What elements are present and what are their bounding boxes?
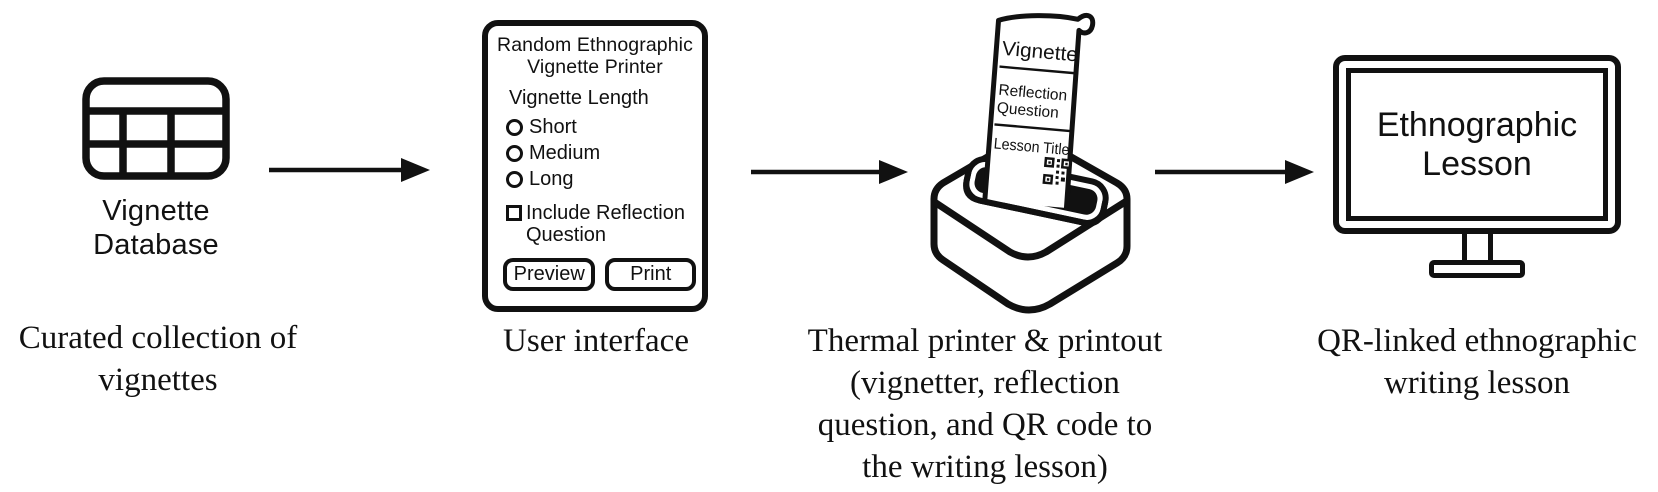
- printer-slot-front-rim: [963, 171, 1109, 227]
- database-label-line1: Vignette: [102, 195, 210, 227]
- screen-text-line1: Ethnographic: [1376, 105, 1578, 144]
- monitor-icon: Ethnographic Lesson: [1333, 55, 1621, 234]
- radio-long-icon[interactable]: [506, 170, 523, 188]
- radio-row-short[interactable]: Short: [506, 114, 696, 140]
- vignette-printer-panel: Random Ethnographic Vignette Printer Vig…: [482, 20, 708, 312]
- printer-caption: Thermal printer & printout (vignetter, r…: [778, 320, 1192, 488]
- checkbox-icon[interactable]: [506, 205, 522, 221]
- monitor-stand-base: [1429, 260, 1525, 278]
- printer-caption-line4: the writing lesson): [862, 449, 1108, 485]
- print-button[interactable]: Print: [605, 258, 696, 291]
- printer-caption-line1: Thermal printer & printout: [807, 323, 1163, 359]
- receipt-line4: Lesson Title: [993, 135, 1070, 159]
- qr-code-icon: [1042, 156, 1072, 187]
- database-caption: Curated collection of vignettes: [0, 317, 316, 401]
- monitor-stand-neck: [1462, 234, 1493, 262]
- radio-medium-icon[interactable]: [506, 144, 523, 162]
- panel-title: Random Ethnographic Vignette Printer: [494, 34, 696, 78]
- checkbox-label-line1: Include Reflection: [526, 202, 685, 224]
- receipt-printout: Vignette Reflection Question Lesson Titl…: [982, 12, 1096, 211]
- checkbox-label-line2: Question: [526, 224, 607, 246]
- vignette-length-label: Vignette Length: [509, 87, 649, 109]
- printer-caption-line3: question, and QR code to: [817, 407, 1153, 443]
- panel-title-line2: Vignette Printer: [527, 56, 663, 78]
- arrow-db-to-ui: [269, 158, 430, 182]
- radio-short-label: Short: [529, 116, 577, 138]
- arrow-ui-to-printer: [751, 160, 908, 184]
- arrow-printer-to-monitor: [1155, 160, 1314, 184]
- monitor-caption-line2: writing lesson: [1383, 365, 1571, 401]
- receipt-line3: Question: [996, 100, 1059, 122]
- radio-medium-label: Medium: [529, 142, 601, 164]
- monitor-caption: QR-linked ethnographic writing lesson: [1302, 320, 1652, 404]
- screen-text-line2: Lesson: [1422, 144, 1532, 183]
- radio-long-label: Long: [529, 168, 574, 190]
- receipt-line2: Reflection: [998, 82, 1068, 105]
- database-caption-line1: Curated collection of: [18, 320, 298, 356]
- radio-row-medium[interactable]: Medium: [506, 140, 696, 166]
- database-caption-line2: vignettes: [98, 362, 218, 398]
- panel-buttons: Preview Print: [503, 258, 696, 291]
- ui-caption: User interface: [503, 323, 689, 359]
- panel-title-line1: Random Ethnographic: [497, 34, 693, 56]
- include-reflection-checkbox-row[interactable]: Include Reflection Question: [506, 202, 696, 246]
- checkbox-label: Include Reflection Question: [526, 202, 685, 246]
- monitor-screen: Ethnographic Lesson: [1346, 68, 1608, 221]
- radio-row-long[interactable]: Long: [506, 166, 696, 192]
- database-table-icon: [82, 77, 230, 180]
- database-label: Vignette Database: [56, 194, 256, 262]
- monitor-caption-line1: QR-linked ethnographic: [1317, 323, 1637, 359]
- thermal-printer-icon: Vignette Reflection Question Lesson Titl…: [930, 12, 1131, 314]
- database-label-line2: Database: [93, 229, 219, 261]
- radio-short-icon[interactable]: [506, 118, 523, 136]
- preview-button[interactable]: Preview: [503, 258, 596, 291]
- screen-text: Ethnographic Lesson: [1377, 106, 1577, 184]
- printer-caption-line2: (vignetter, reflection: [850, 365, 1120, 401]
